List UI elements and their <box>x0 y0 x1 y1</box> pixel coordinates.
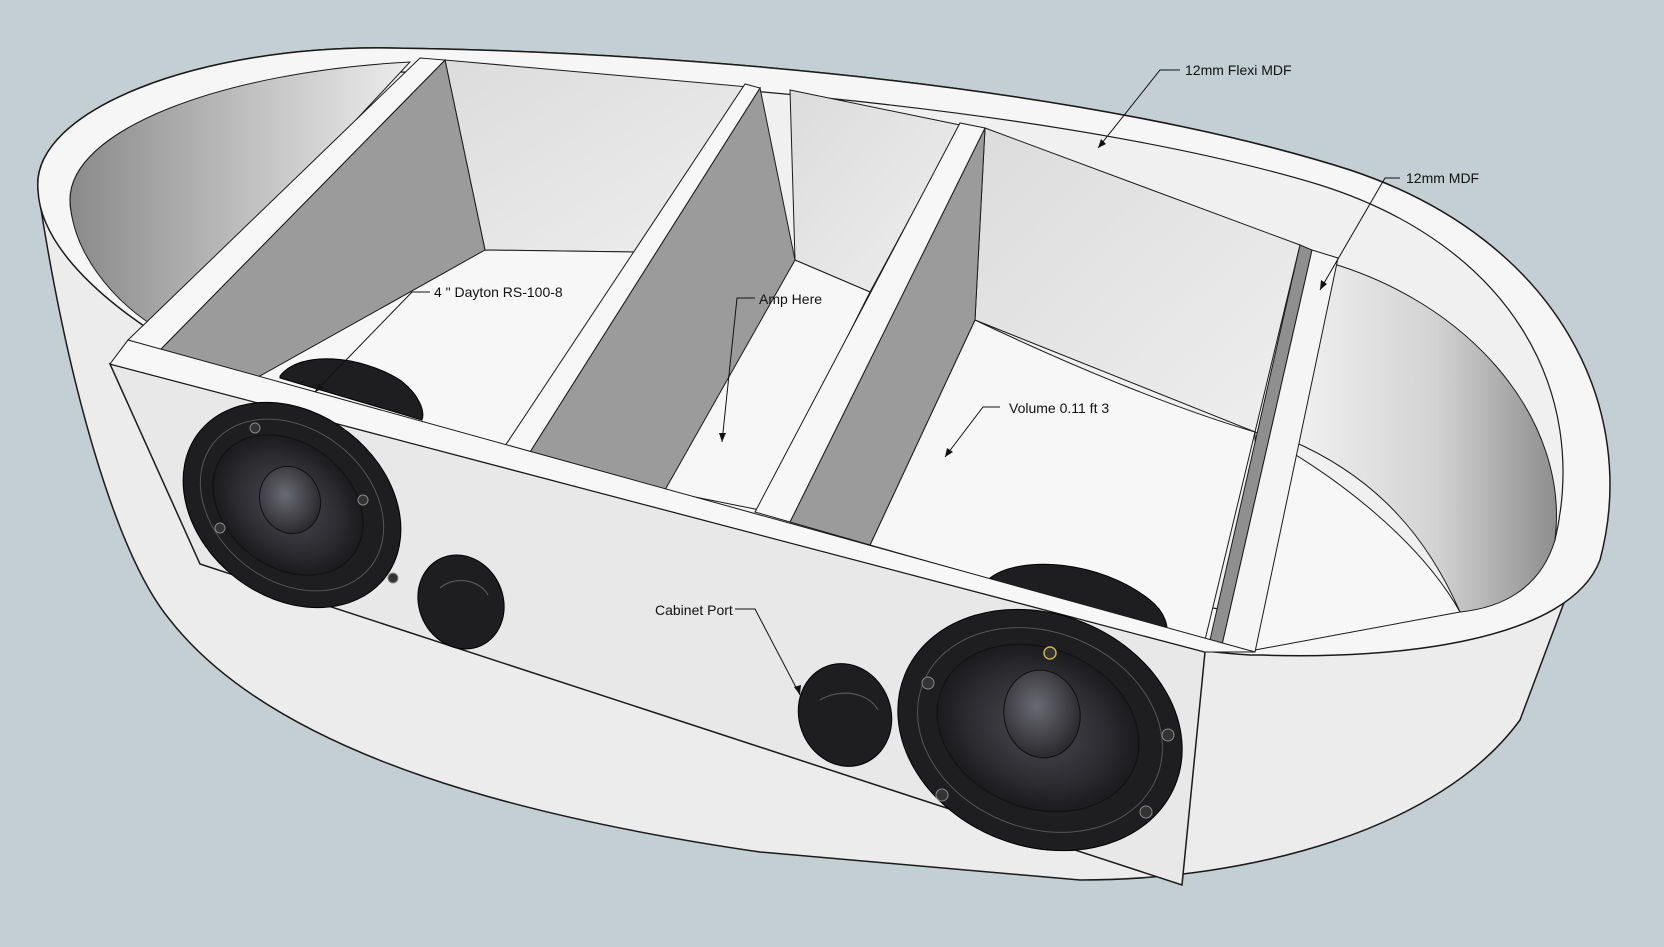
arrow-flexi-mdf <box>1098 139 1106 148</box>
annotation-leaders <box>314 69 1400 696</box>
right-driver <box>897 608 1183 852</box>
label-amp: Amp Here <box>759 291 822 307</box>
floor-right-chamber <box>869 319 1256 641</box>
label-flexi-mdf: 12mm Flexi MDF <box>1185 62 1292 78</box>
right-curved-wall <box>1289 259 1557 613</box>
label-driver: 4 " Dayton RS-100-8 <box>434 284 563 300</box>
arrow-volume <box>945 448 953 457</box>
leader-driver <box>314 291 430 393</box>
arrow-mdf <box>1320 280 1327 290</box>
front-baffle-top-edge <box>109 339 1256 653</box>
arrow-driver <box>315 383 324 392</box>
left-port <box>417 554 505 650</box>
label-port: Cabinet Port <box>655 602 733 618</box>
label-mdf: 12mm MDF <box>1406 170 1479 186</box>
right-port <box>797 663 893 767</box>
arrow-port <box>794 685 801 695</box>
label-volume: Volume 0.11 ft 3 <box>1009 400 1109 416</box>
leader-volume <box>944 406 1000 458</box>
left-curved-wall <box>69 61 412 331</box>
left-driver <box>182 401 402 609</box>
rear-driver-magnet-left <box>279 358 424 421</box>
partition-3-top <box>754 122 986 523</box>
leader-flexi-mdf <box>1097 69 1180 149</box>
leader-mdf <box>1319 177 1400 291</box>
leader-amp <box>721 297 755 443</box>
enclosure-body <box>37 47 1611 887</box>
arrow-amp <box>719 433 726 442</box>
leader-port <box>735 608 801 696</box>
